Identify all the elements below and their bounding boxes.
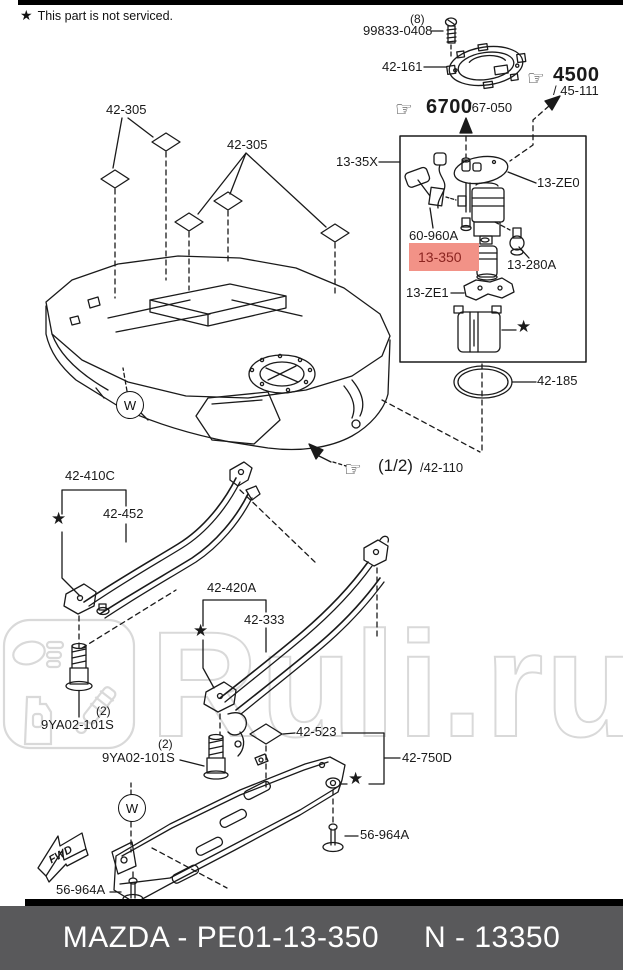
watermark-logo [2, 618, 136, 750]
oring-drawing [453, 365, 537, 399]
fwd-arrow: FWD [37, 832, 89, 883]
mount-bolt-1 [65, 642, 93, 718]
shield-drawing [111, 753, 346, 904]
label-tank-pad-1: 42-305 [106, 102, 147, 117]
top-bar [18, 0, 623, 5]
footer-catalog-number: N - 13350 [424, 921, 561, 954]
star-icon: ★ [516, 317, 532, 337]
label-push-pin-left: 56-964A [56, 882, 106, 897]
highlighted-part-label: 13-350 [409, 243, 479, 271]
footer-part-number: MAZDA - PE01-13-350 [62, 921, 380, 954]
label-strap-set1: 42-410C [65, 468, 115, 483]
diagram-line-art: Ruli.ru [2, 17, 623, 905]
label-pump-bracket: 13-ZE1 [406, 285, 449, 300]
label-fuel-pump: 13-350 [418, 249, 462, 265]
w-letter: W [125, 800, 139, 816]
pointing-hand-icon: ☞ [527, 66, 545, 90]
label-bolt-qty-1: (2) [96, 704, 111, 718]
mount-bolt-2 [179, 733, 229, 780]
lock-ring-drawing [446, 43, 527, 90]
label-pump-box: 13-35X [336, 154, 378, 169]
sec6700-arrow [459, 117, 473, 159]
star-icon: ★ [193, 621, 209, 641]
shield-guides [130, 789, 334, 889]
star-icon: ★ [348, 769, 364, 789]
pump-box-frame [399, 135, 587, 363]
tank-ref-arrow [308, 443, 347, 467]
label-lock-ring: 42-161 [382, 59, 423, 74]
watermark-layer: Ruli.ru [2, 599, 623, 769]
label-oring: 42-185 [537, 373, 578, 388]
label-strap-set2: 42-420A [207, 580, 257, 595]
star-icon: ★ [20, 8, 33, 24]
pointing-hand-icon: ☞ [395, 97, 413, 121]
strap-lower-drawing [202, 535, 390, 757]
note-text: This part is not serviced. [37, 9, 174, 23]
sec4500-arrow [509, 95, 561, 162]
shield-pad-leaders [249, 723, 401, 789]
push-pin-right [322, 823, 359, 853]
label-tank-ref: /42-110 [420, 460, 464, 475]
label-sec4500: 4500 [553, 64, 600, 86]
label-sec6700: 6700 [426, 96, 473, 118]
label-screw-qty: (8) [410, 12, 425, 26]
strap-guides [78, 489, 378, 736]
w-marker-tank: W [116, 391, 144, 419]
pump-module-drawing [404, 152, 537, 353]
label-screw: 99833-0408 [363, 23, 433, 38]
label-sec4500-ref: / 45-111 [553, 83, 599, 98]
label-strap2: 42-333 [244, 612, 285, 627]
strap-upper-drawing [61, 461, 261, 619]
insert-guides [381, 363, 483, 453]
footer-divider [25, 899, 623, 906]
label-shield: 42-750D [402, 750, 452, 765]
label-pressure-valve: 13-280A [507, 257, 557, 272]
label-fuel-gauge: 60-960A [409, 228, 459, 243]
label-pump-module: 13-ZE0 [537, 175, 580, 190]
label-tank-pad-2: 42-305 [227, 137, 268, 152]
tank-pads [100, 117, 350, 299]
not-serviced-note: ★ This part is not serviced. [20, 8, 173, 24]
star-icon: ★ [51, 509, 67, 529]
label-strap1: 42-452 [103, 506, 144, 521]
label-sec6700-ref: /67-050 [468, 100, 513, 115]
label-mount-bolt-1: 9YA02-101S [41, 717, 114, 732]
screw-drawing [430, 17, 458, 58]
label-push-pin-right: 56-964A [360, 827, 410, 842]
label-shield-pad: 42-523 [296, 724, 337, 739]
w-guides [122, 367, 132, 795]
label-bolt-qty-2: (2) [158, 737, 173, 751]
fuel-tank-drawing [45, 255, 391, 451]
w-marker-shield: W [118, 794, 146, 822]
label-tank-ref-frac: (1/2) [378, 456, 413, 475]
footer-bar: MAZDA - PE01-13-350 N - 13350 [0, 906, 623, 970]
pointing-hand-icon: ☞ [344, 457, 362, 481]
w-letter: W [123, 397, 137, 413]
label-mount-bolt-2: 9YA02-101S [102, 750, 175, 765]
